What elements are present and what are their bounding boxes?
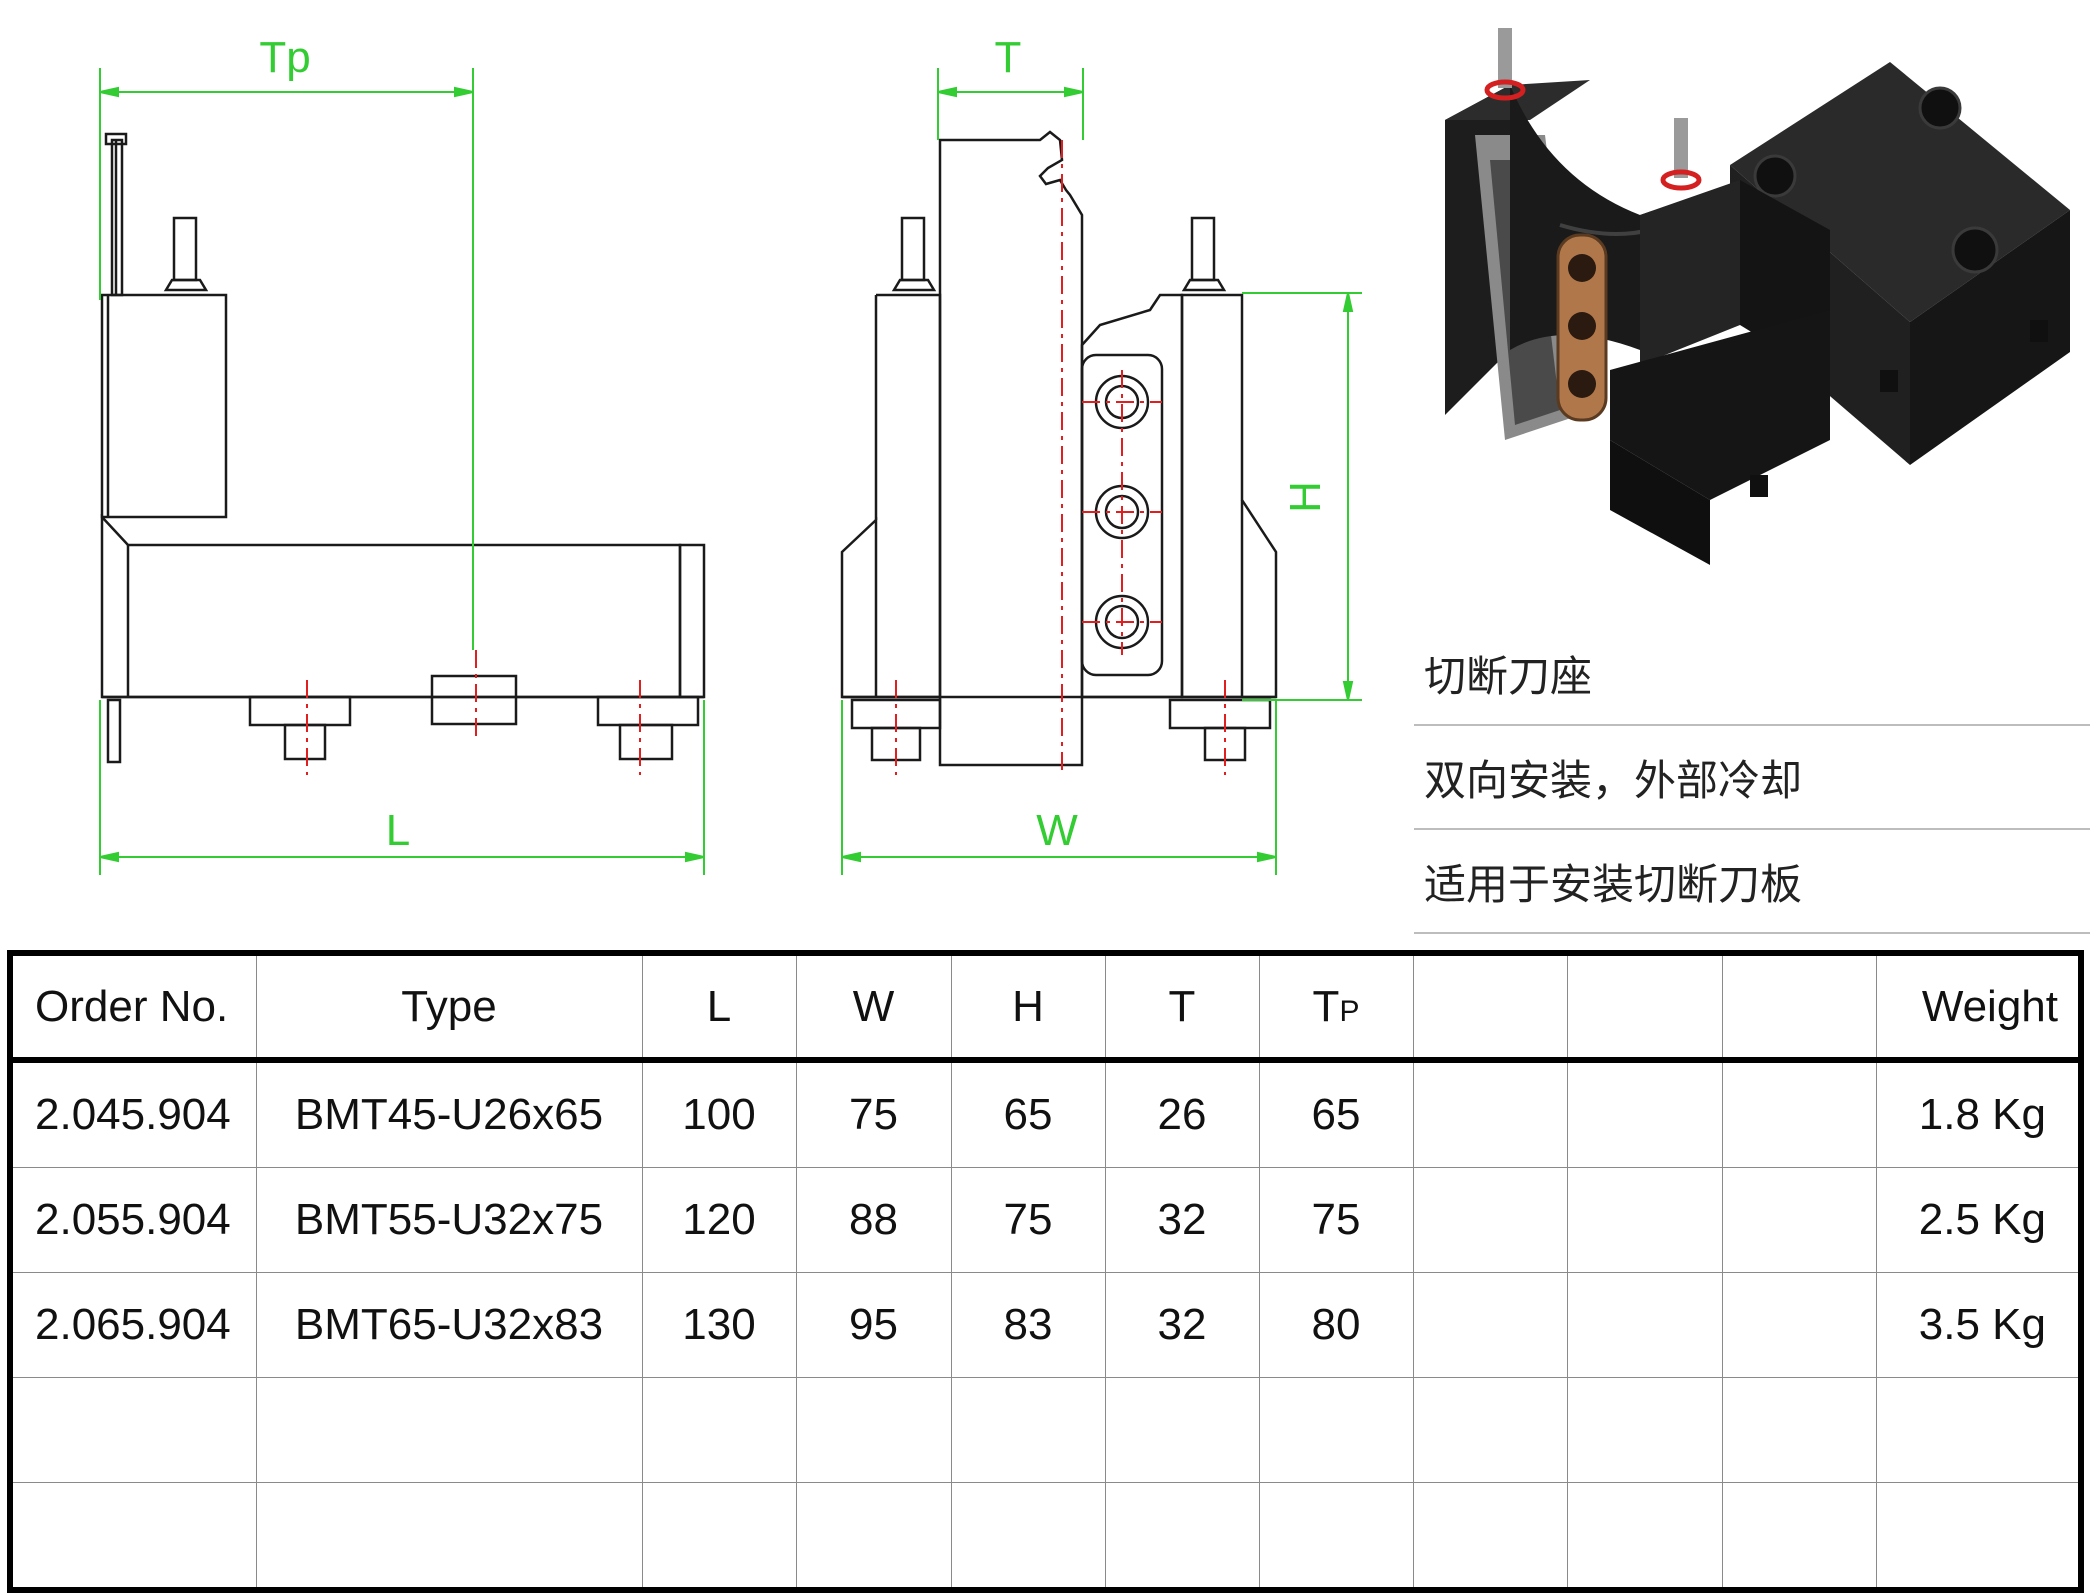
cell-blank xyxy=(1721,1059,1877,1168)
cell-order-no: 2.045.904 xyxy=(9,1059,257,1168)
cell-weight: 2.5 Kg xyxy=(1875,1167,2082,1273)
cell-blank xyxy=(1412,1059,1568,1168)
cell-weight: 3.5 Kg xyxy=(1875,1272,2082,1378)
cell-type xyxy=(255,1482,643,1591)
cell-blank xyxy=(1566,1482,1723,1591)
cell-type: BMT55-U32x75 xyxy=(255,1167,643,1273)
cell-h: 75 xyxy=(950,1167,1106,1273)
cell-t: 32 xyxy=(1104,1167,1260,1273)
cell-blank xyxy=(1566,1059,1723,1168)
cell-w: 88 xyxy=(795,1167,952,1273)
cell-blank xyxy=(1566,1377,1723,1483)
cell-type: BMT45-U26x65 xyxy=(255,1059,643,1168)
cell-blank xyxy=(1412,1482,1568,1591)
table-row: 2.055.904 BMT55-U32x75 120 88 75 32 75 2… xyxy=(9,1167,2082,1273)
cell-w xyxy=(795,1377,952,1483)
technical-drawings: Tp L xyxy=(99,33,1362,875)
cell-h: 83 xyxy=(950,1272,1106,1378)
cell-t xyxy=(1104,1482,1260,1591)
w-dimension xyxy=(841,700,1277,875)
header-w: W xyxy=(795,952,952,1063)
header-tp-main: T xyxy=(1312,981,1340,1031)
cell-h xyxy=(950,1482,1106,1591)
product-description: 切断刀座 双向安装，外部冷却 适用于安装切断刀板 xyxy=(1414,622,2090,934)
cell-tp: 80 xyxy=(1258,1272,1414,1378)
t-dimension xyxy=(937,68,1084,140)
cell-t: 32 xyxy=(1104,1272,1260,1378)
cell-w: 75 xyxy=(795,1059,952,1168)
cell-weight: 1.8 Kg xyxy=(1875,1059,2082,1168)
header-order-no: Order No. xyxy=(9,952,257,1063)
cell-tp xyxy=(1258,1482,1414,1591)
cell-blank xyxy=(1721,1167,1877,1273)
cell-blank xyxy=(1566,1167,1723,1273)
render-block-front xyxy=(1910,210,2070,465)
h-dimension xyxy=(1242,292,1362,701)
cell-l: 130 xyxy=(641,1272,797,1378)
cell-weight xyxy=(1875,1377,2082,1483)
w-label: W xyxy=(1036,806,1078,855)
cell-order-no xyxy=(9,1377,257,1483)
cell-tp: 65 xyxy=(1258,1059,1414,1168)
table-row xyxy=(9,1377,2082,1483)
cell-tp: 75 xyxy=(1258,1167,1414,1273)
cell-blank xyxy=(1721,1377,1877,1483)
front-view xyxy=(840,130,1278,767)
tp-label: Tp xyxy=(259,33,310,82)
header-blank-3 xyxy=(1721,952,1877,1063)
header-l: L xyxy=(641,952,797,1063)
product-3d-render xyxy=(1445,28,2070,565)
cell-weight xyxy=(1875,1482,2082,1591)
table-header-row: Order No. Type L W H T TP Weight xyxy=(9,952,2082,1063)
cell-order-no: 2.065.904 xyxy=(9,1272,257,1378)
cell-type: BMT65-U32x83 xyxy=(255,1272,643,1378)
description-mounting: 双向安装，外部冷却 xyxy=(1414,726,2090,830)
cell-w xyxy=(795,1482,952,1591)
cell-blank xyxy=(1412,1167,1568,1273)
cell-t: 26 xyxy=(1104,1059,1260,1168)
render-coolant-pin-left xyxy=(1498,28,1512,88)
l-label: L xyxy=(386,806,410,855)
cell-order-no xyxy=(9,1482,257,1591)
side-view-centerlines xyxy=(306,650,641,775)
cell-l: 100 xyxy=(641,1059,797,1168)
cell-h xyxy=(950,1377,1106,1483)
table-row: 2.065.904 BMT65-U32x83 130 95 83 32 80 3… xyxy=(9,1272,2082,1378)
table-row: 2.045.904 BMT45-U26x65 100 75 65 26 65 1… xyxy=(9,1059,2082,1168)
header-h: H xyxy=(950,952,1106,1063)
cell-blank xyxy=(1566,1272,1723,1378)
cell-l xyxy=(641,1482,797,1591)
cell-l xyxy=(641,1377,797,1483)
header-blank-2 xyxy=(1566,952,1723,1063)
description-title: 切断刀座 xyxy=(1414,622,2090,726)
side-view xyxy=(100,132,706,764)
front-view-centerlines xyxy=(895,140,1226,775)
cell-tp xyxy=(1258,1377,1414,1483)
table-row xyxy=(9,1482,2082,1591)
cell-order-no: 2.055.904 xyxy=(9,1167,257,1273)
cell-t xyxy=(1104,1377,1260,1483)
render-coolant-pin-right xyxy=(1674,118,1688,178)
t-label: T xyxy=(995,33,1022,82)
cell-w: 95 xyxy=(795,1272,952,1378)
cell-blank xyxy=(1721,1272,1877,1378)
tp-dimension xyxy=(99,68,474,650)
cell-type xyxy=(255,1377,643,1483)
description-usage: 适用于安装切断刀板 xyxy=(1414,830,2090,934)
cell-blank xyxy=(1412,1377,1568,1483)
header-tp-sub: P xyxy=(1339,994,1360,1028)
header-t: T xyxy=(1104,952,1260,1063)
header-type: Type xyxy=(255,952,643,1063)
l-dimension xyxy=(99,700,705,875)
cell-blank xyxy=(1412,1272,1568,1378)
header-tp: TP xyxy=(1258,952,1414,1063)
cell-blank xyxy=(1721,1482,1877,1591)
header-weight: Weight xyxy=(1875,952,2082,1063)
h-label: H xyxy=(1281,481,1330,513)
cell-h: 65 xyxy=(950,1059,1106,1168)
cell-l: 120 xyxy=(641,1167,797,1273)
spec-table: Order No. Type L W H T TP Weight 2.045.9… xyxy=(7,950,2084,1593)
header-blank-1 xyxy=(1412,952,1568,1063)
